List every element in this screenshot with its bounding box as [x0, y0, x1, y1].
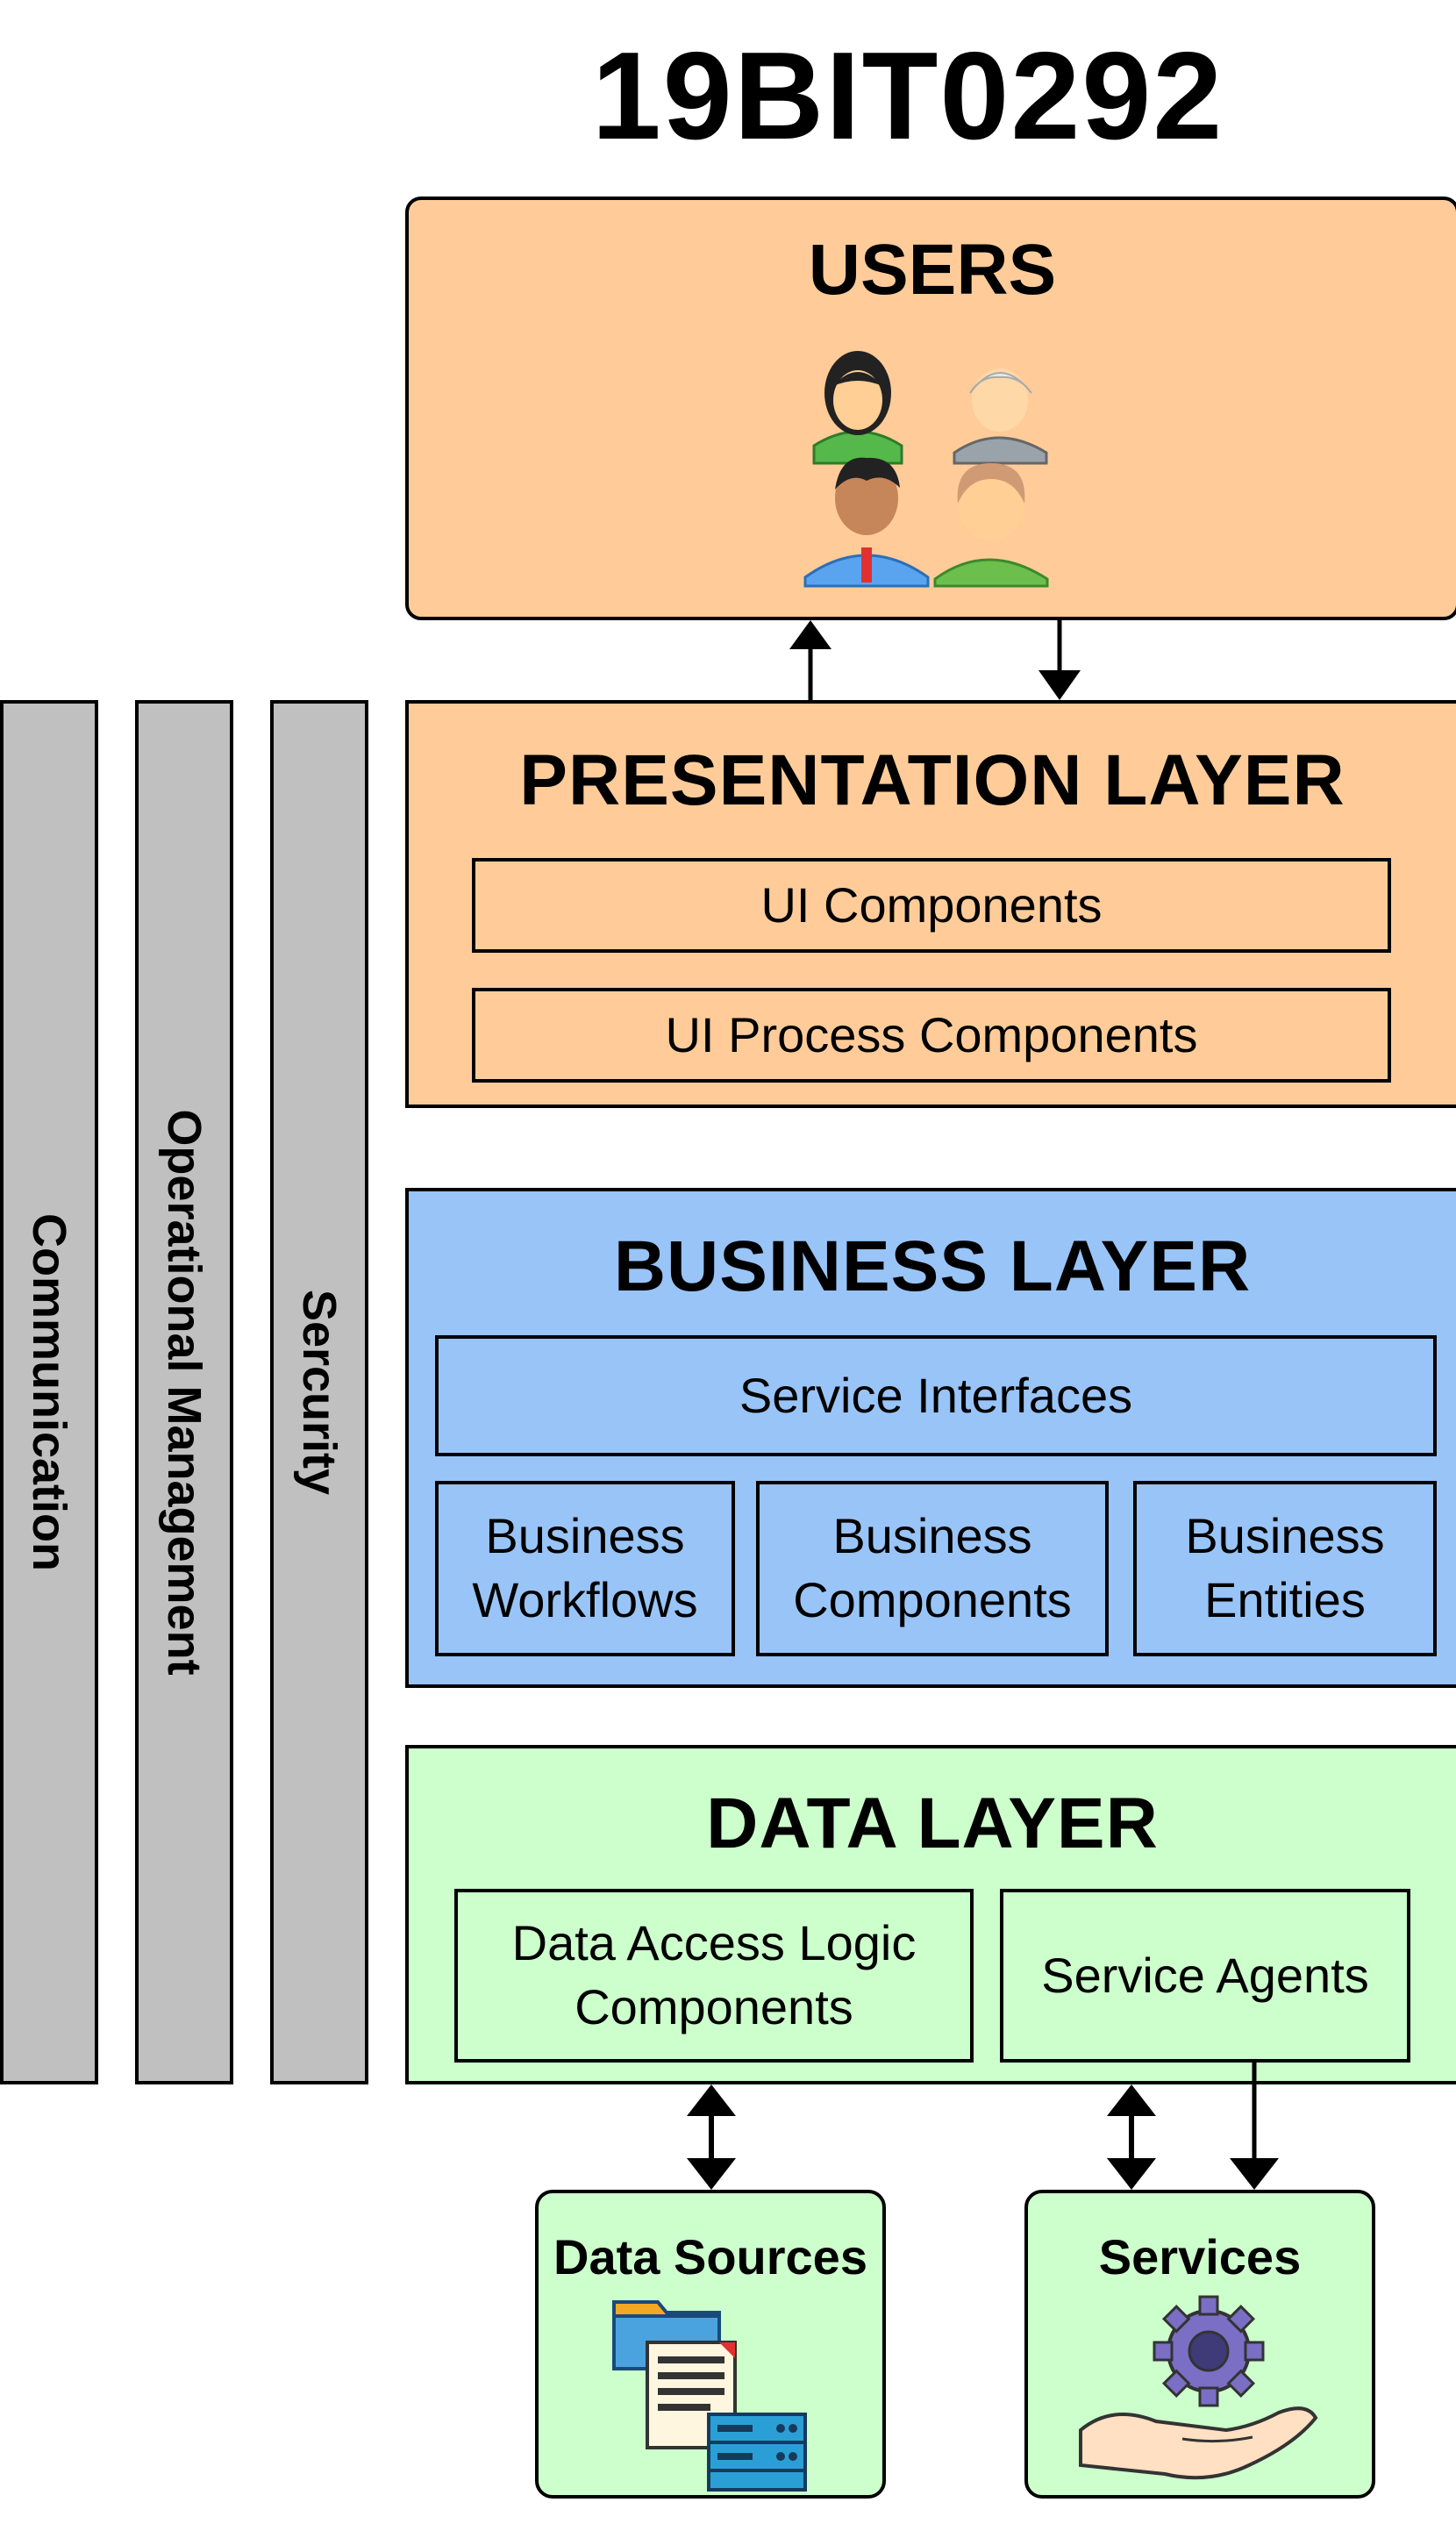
ui-process-components: UI Process Components [472, 988, 1391, 1083]
data-sources-box: Data Sources [535, 2190, 886, 2499]
security-bar: Sercurity [270, 700, 368, 2084]
ui-components: UI Components [472, 858, 1391, 953]
business-workflows: Business Workflows [435, 1481, 735, 1656]
data-layer-title: DATA LAYER [706, 1784, 1159, 1863]
business-entities: Business Entities [1133, 1481, 1437, 1656]
users-title: USERS [808, 230, 1057, 310]
gear-hand-icon [1079, 2295, 1318, 2480]
presentation-layer-title: PRESENTATION LAYER [519, 740, 1345, 820]
users-box: USERS [405, 197, 1456, 620]
services-title: Services [1098, 2228, 1302, 2284]
data-layer: DATA LAYER Data Access Logic Components … [405, 1745, 1456, 2084]
service-interfaces: Service Interfaces [435, 1335, 1437, 1456]
business-components: Business Components [756, 1481, 1109, 1656]
services-box: Services [1024, 2190, 1375, 2499]
data-access-logic-components: Data Access Logic Components [454, 1889, 974, 2063]
business-layer: BUSINESS LAYER Service Interfaces Busine… [405, 1188, 1456, 1688]
service-agents: Service Agents [1000, 1889, 1410, 2063]
database-files-icon [612, 2300, 807, 2492]
data-sources-title: Data Sources [553, 2228, 867, 2284]
users-group-icon [803, 351, 1049, 588]
business-layer-title: BUSINESS LAYER [613, 1226, 1252, 1306]
presentation-layer: PRESENTATION LAYER UI Components UI Proc… [405, 700, 1456, 1108]
communication-bar: Communication [0, 700, 98, 2084]
operational-management-bar: Operational Management [135, 700, 233, 2084]
diagram-title: 19BIT0292 [591, 26, 1224, 166]
